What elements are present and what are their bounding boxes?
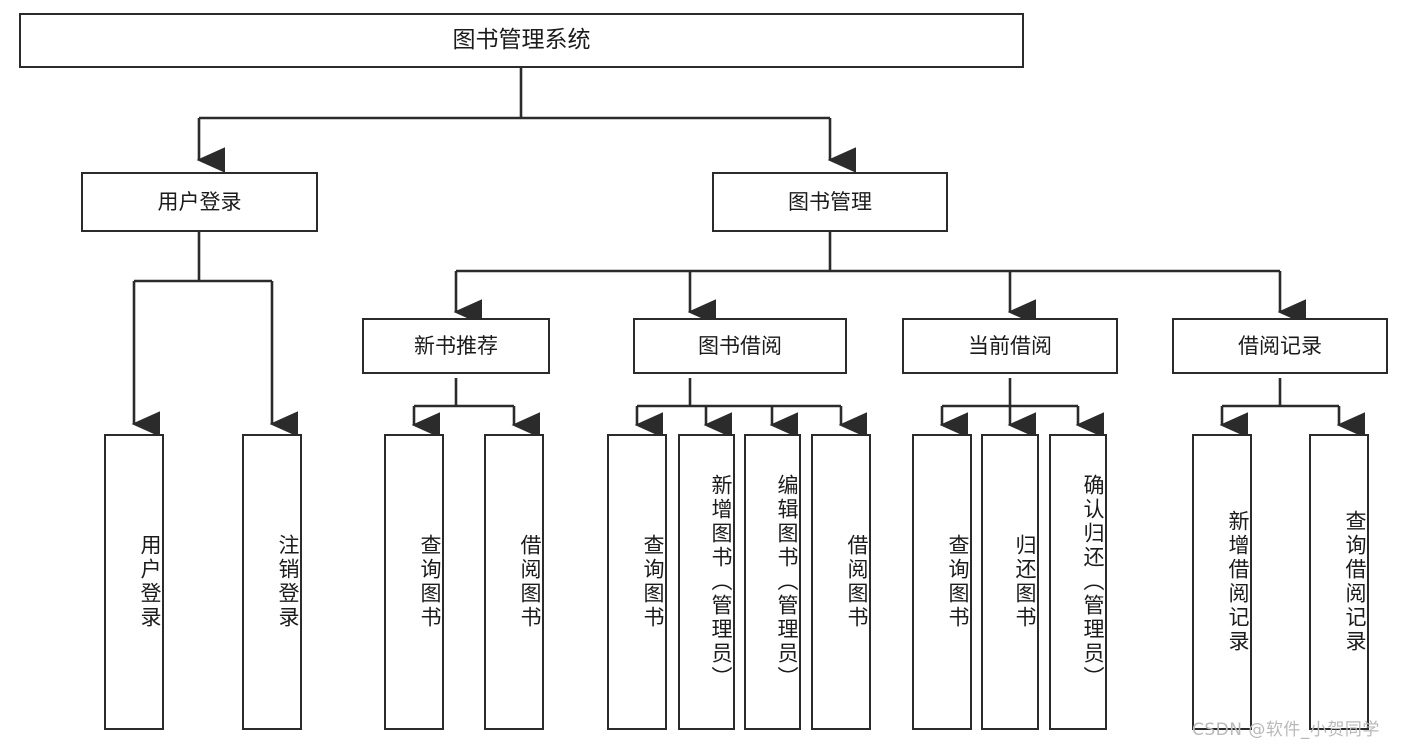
node-label: 确认归还（管理员）: [1081, 474, 1105, 690]
node-label: 图书管理: [788, 189, 872, 214]
leaf-borrow-book-recommend[interactable]: 借阅图书: [484, 434, 544, 730]
node-label: 新增借阅记录: [1226, 510, 1250, 654]
node-label: 当前借阅: [968, 333, 1052, 358]
node-label: 查询借阅记录: [1343, 510, 1367, 654]
leaf-return-book[interactable]: 归还图书: [981, 434, 1039, 730]
node-label: 借阅记录: [1238, 333, 1322, 358]
leaf-confirm-return-admin[interactable]: 确认归还（管理员）: [1049, 434, 1107, 730]
node-label: 注销登录: [276, 534, 300, 630]
node-user-login[interactable]: 用户登录: [81, 172, 318, 232]
node-label: 查询图书: [418, 534, 442, 630]
node-label: 归还图书: [1013, 534, 1037, 630]
node-label: 图书借阅: [698, 333, 782, 358]
node-label: 新增图书（管理员）: [709, 474, 733, 690]
watermark-text: CSDN @软件_小贺同学: [1192, 720, 1380, 740]
leaf-borrow-book[interactable]: 借阅图书: [811, 434, 871, 730]
node-book-borrow[interactable]: 图书借阅: [633, 318, 847, 374]
leaf-user-logout[interactable]: 注销登录: [242, 434, 302, 730]
node-label: 查询图书: [946, 534, 970, 630]
leaf-add-book-admin[interactable]: 新增图书（管理员）: [678, 434, 735, 730]
node-label: 查询图书: [641, 534, 665, 630]
node-label: 借阅图书: [518, 534, 542, 630]
node-new-book-recommend[interactable]: 新书推荐: [362, 318, 550, 374]
node-label: 新书推荐: [414, 333, 498, 358]
node-book-management[interactable]: 图书管理: [712, 172, 948, 232]
node-label: 借阅图书: [845, 534, 869, 630]
node-label: 图书管理系统: [452, 26, 591, 53]
leaf-user-login[interactable]: 用户登录: [104, 434, 164, 730]
leaf-query-book-current[interactable]: 查询图书: [912, 434, 972, 730]
leaf-query-book-borrow[interactable]: 查询图书: [607, 434, 667, 730]
leaf-edit-book-admin[interactable]: 编辑图书（管理员）: [744, 434, 801, 730]
node-current-borrow[interactable]: 当前借阅: [902, 318, 1118, 374]
leaf-add-borrow-record[interactable]: 新增借阅记录: [1192, 434, 1252, 730]
leaf-query-book-recommend[interactable]: 查询图书: [384, 434, 444, 730]
node-book-management-system[interactable]: 图书管理系统: [19, 13, 1024, 68]
node-label: 编辑图书（管理员）: [775, 474, 799, 690]
node-label: 用户登录: [138, 534, 162, 630]
node-borrow-record[interactable]: 借阅记录: [1172, 318, 1388, 374]
node-label: 用户登录: [157, 189, 242, 214]
leaf-query-borrow-record[interactable]: 查询借阅记录: [1309, 434, 1369, 730]
